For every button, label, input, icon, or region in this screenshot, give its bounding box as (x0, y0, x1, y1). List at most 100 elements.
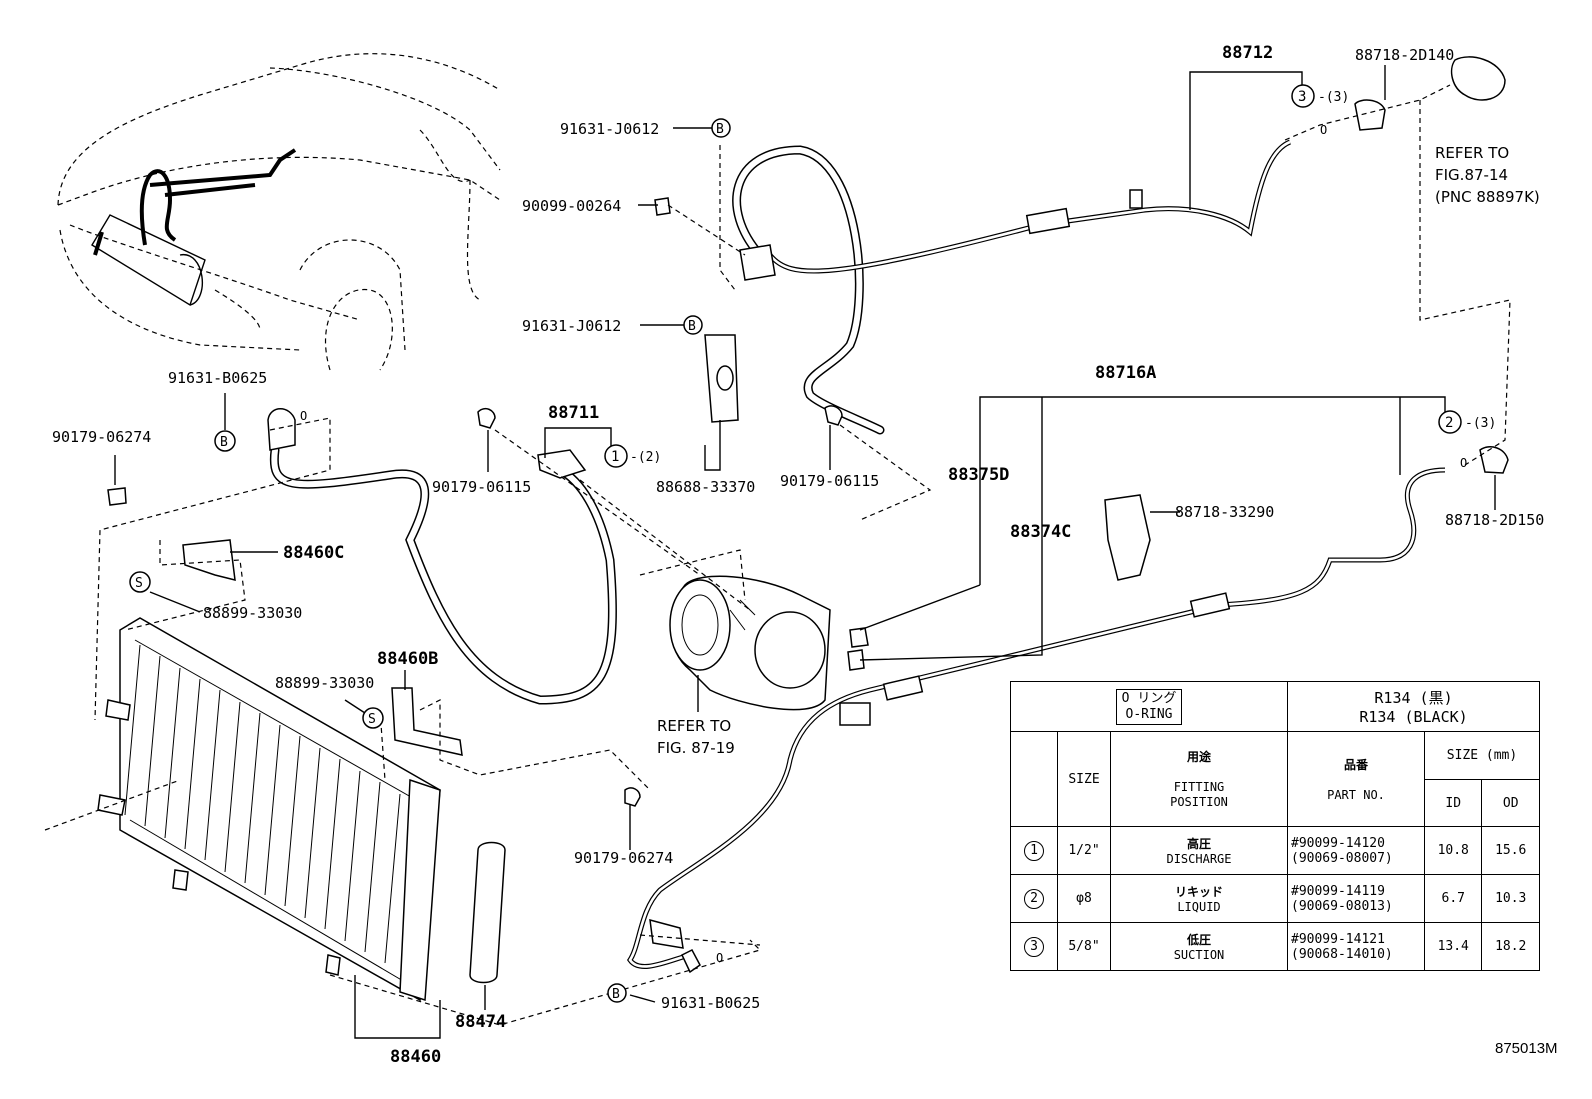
callout-s-b: S (362, 707, 384, 729)
label-90179-06115-b: 90179-06115 (780, 472, 879, 490)
part-no-header-jp: 品番 (1343, 757, 1368, 772)
od-header: OD (1481, 779, 1540, 827)
oring-spec-table: O リング O-RING R134 (黒) R134 (BLACK) SIZE … (1010, 681, 1540, 971)
svg-text:-(3): -(3) (1465, 416, 1496, 431)
fitting-header-jp: 用途 (1186, 750, 1211, 764)
callout-b-bottom: B (607, 983, 627, 1003)
row-number: 1 (1024, 840, 1044, 861)
label-90179-06274-left: 90179-06274 (52, 428, 151, 446)
row-part-no-alt: (90068-14010) (1291, 946, 1393, 962)
refrigerant-header: R134 (BLACK) (1359, 708, 1468, 726)
oring-mark-b: O (1320, 123, 1327, 137)
svg-text:B: B (716, 122, 724, 137)
row-part-no: #90099-14119(90069-08013) (1287, 874, 1425, 923)
label-88899-33030-a: 88899-33030 (203, 604, 302, 622)
row-size: 5/8" (1057, 922, 1111, 971)
label-88718-2d140: 88718-2D140 (1355, 46, 1454, 64)
row-part-no-main: #90099-14119 (1291, 883, 1385, 899)
label-88716a: 88716A (1095, 363, 1156, 383)
svg-text:3: 3 (1298, 89, 1306, 105)
row-fitting-jp: 低圧 (1186, 932, 1211, 947)
label-88460c: 88460C (283, 543, 344, 563)
row-od: 10.3 (1481, 874, 1540, 923)
row-id: 10.8 (1423, 826, 1483, 875)
refer-to-label-a: REFER TO (1435, 144, 1509, 162)
row-part-no: #90099-14120(90069-08007) (1287, 826, 1425, 875)
id-header: ID (1423, 779, 1483, 827)
label-88460b: 88460B (377, 649, 438, 669)
label-88474: 88474 (455, 1012, 506, 1032)
row-fitting-jp: 高圧 (1186, 836, 1211, 851)
refrigerant-header-cell: R134 (黒) R134 (BLACK) (1287, 681, 1540, 732)
callout-markers: B B B B S S 1-(2) 3-(3) 2-(3) O O O O (129, 84, 1496, 1003)
fitting-header-line1: FITTING (1173, 780, 1225, 794)
row-part-no-main: #90099-14121 (1291, 931, 1385, 947)
svg-text:B: B (612, 987, 620, 1002)
label-88688-33370: 88688-33370 (656, 478, 755, 496)
vehicle-body-illustration (57, 53, 501, 371)
oring-mark-a: O (300, 409, 307, 423)
row-id: 6.7 (1423, 874, 1483, 923)
refrigerant-header-jp: R134 (黒) (1374, 689, 1453, 707)
oring-header: O-RING (1125, 706, 1173, 722)
row-fitting-jp: リキッド (1174, 884, 1223, 899)
label-88712: 88712 (1222, 43, 1273, 63)
row-part-no-alt: (90069-08013) (1291, 898, 1393, 914)
row-part-no-alt: (90069-08007) (1291, 850, 1393, 866)
svg-text:-(3): -(3) (1318, 90, 1349, 105)
row-size: 1/2" (1057, 826, 1111, 875)
label-88460: 88460 (390, 1047, 441, 1067)
part-no-header-en: PART NO. (1327, 787, 1385, 802)
row-size: φ8 (1057, 874, 1111, 923)
label-88711: 88711 (548, 403, 599, 423)
oring-header-jp: O リング (1121, 690, 1177, 706)
callout-1: 1-(2) (604, 444, 661, 468)
refrigerant-lines (269, 139, 1446, 969)
label-88718-33290: 88718-33290 (1175, 503, 1274, 521)
row-number-cell: 2 (1010, 874, 1058, 923)
label-91631-j0612-mid: 91631-J0612 (522, 317, 621, 335)
fig-87-14-label: FIG.87-14 (1435, 166, 1508, 184)
svg-text:-(2): -(2) (630, 450, 661, 465)
callout-2: 2-(3) (1438, 410, 1496, 434)
row-part-no: #90099-14121(90068-14010) (1287, 922, 1425, 971)
oring-mark-c: O (1460, 456, 1467, 470)
compressor (669, 575, 831, 711)
oring-mark-d: O (716, 951, 723, 965)
row-fitting-en: LIQUID (1177, 899, 1221, 914)
row-od: 15.6 (1481, 826, 1540, 875)
callout-b-top: B (711, 118, 731, 138)
part-labels: 88712 88718-2D140 91631-J0612 90099-0026… (52, 43, 1544, 1067)
refer-to-label-b: REFER TO (657, 717, 731, 735)
fig-87-19-label: FIG. 87-19 (657, 739, 735, 757)
svg-text:B: B (220, 435, 228, 450)
callout-s-a: S (129, 571, 151, 593)
label-88899-33030-b: 88899-33030 (275, 674, 374, 692)
label-88374c: 88374C (1010, 522, 1071, 542)
size-mm-header: SIZE (mm) (1424, 731, 1540, 780)
label-91631-b0625-bottom: 91631-B0625 (661, 994, 760, 1012)
oring-header-cell: O リング O-RING (1010, 681, 1288, 732)
row-number-cell: 1 (1010, 826, 1058, 875)
label-88718-2d150: 88718-2D150 (1445, 511, 1544, 529)
pnc-label: (PNC 88897K) (1435, 188, 1540, 206)
svg-text:B: B (688, 319, 696, 334)
row-number: 2 (1024, 888, 1044, 909)
row-fitting-en: DISCHARGE (1166, 851, 1232, 866)
receiver-88474 (469, 841, 506, 984)
label-90179-06115-a: 90179-06115 (432, 478, 531, 496)
label-90099-00264: 90099-00264 (522, 197, 621, 215)
figure-code: 875013M (1495, 1040, 1558, 1057)
callout-3: 3 -(3) (1291, 84, 1349, 108)
fitting-header: 用途 FITTING POSITION (1110, 731, 1288, 827)
label-90179-06274-right: 90179-06274 (574, 849, 673, 867)
fitting-header-line2: POSITION (1170, 795, 1228, 809)
svg-text:S: S (135, 576, 143, 591)
row-number-cell: 3 (1010, 922, 1058, 971)
label-91631-j0612-top: 91631-J0612 (560, 120, 659, 138)
num-header (1010, 731, 1058, 827)
label-88375d: 88375D (948, 465, 1009, 485)
